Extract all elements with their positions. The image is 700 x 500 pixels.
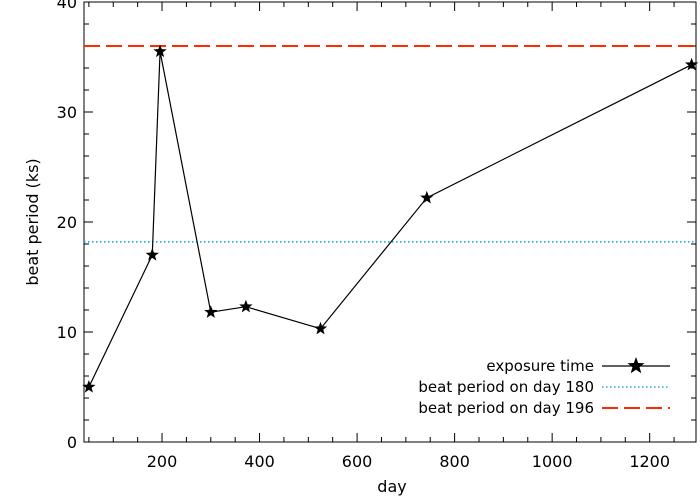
x-tick-label: 1000 — [532, 452, 573, 471]
exposure-time-point — [153, 44, 167, 58]
y-tick-label: 0 — [67, 433, 77, 452]
y-tick-label: 40 — [57, 0, 77, 12]
legend-label-2: beat period on day 180 — [418, 378, 594, 396]
y-tick-label: 20 — [57, 213, 77, 232]
legend-label-3: beat period on day 196 — [418, 399, 594, 417]
x-tick-label: 200 — [147, 452, 178, 471]
x-axis-title: day — [377, 477, 406, 496]
legend-swatch-star — [627, 357, 645, 374]
exposure-time-point — [313, 321, 328, 335]
x-tick-label: 1200 — [629, 452, 670, 471]
plot-frame — [83, 1, 697, 443]
y-tick-label: 30 — [57, 103, 77, 122]
x-tick-label: 400 — [244, 452, 275, 471]
exposure-time-point — [204, 305, 218, 318]
x-tick-label: 600 — [342, 452, 373, 471]
y-tick-label: 10 — [57, 323, 77, 342]
exposure-time-point — [145, 248, 159, 261]
x-tick-label: 800 — [439, 452, 470, 471]
exposure-time-point — [684, 57, 699, 71]
exposure-time-point — [420, 190, 434, 204]
legend-label-1: exposure time — [486, 357, 594, 375]
y-axis-title: beat period (ks) — [23, 158, 42, 285]
exposure-time-line — [88, 51, 692, 388]
plot-area: 200 400 600 800 1000 1200 0 10 20 30 40 exposure ti… — [57, 0, 699, 471]
exposure-time-point — [82, 380, 96, 393]
exposure-time-point — [239, 299, 253, 313]
